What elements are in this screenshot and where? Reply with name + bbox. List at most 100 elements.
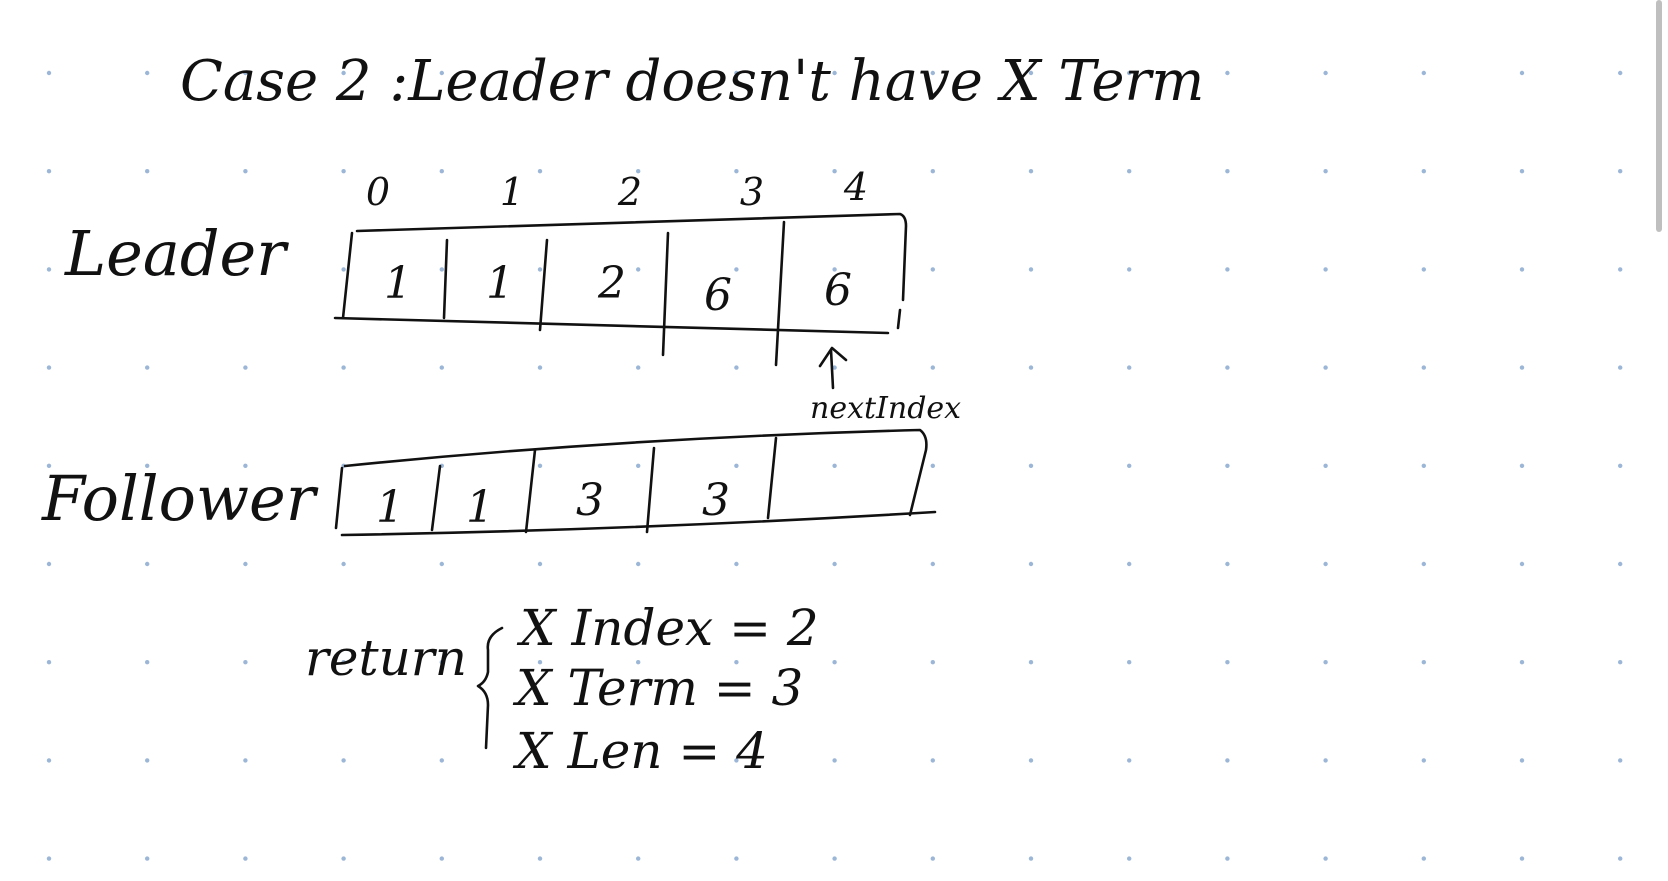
grid-dot bbox=[145, 758, 150, 763]
grid-dot bbox=[832, 660, 837, 665]
grid-dot bbox=[145, 856, 150, 861]
grid-dot bbox=[243, 758, 248, 763]
grid-dot bbox=[1323, 561, 1328, 567]
return-values: X Index = 2 X Term = 3 X Len = 4 bbox=[512, 599, 819, 780]
grid-dot bbox=[930, 856, 935, 861]
grid-dot bbox=[439, 660, 444, 665]
grid-dot bbox=[1028, 856, 1034, 861]
grid-dot bbox=[1225, 169, 1230, 174]
grid-dot bbox=[537, 758, 543, 763]
grid-dot bbox=[1028, 463, 1034, 468]
grid-dot bbox=[832, 463, 837, 468]
leader-cell-3: 6 bbox=[704, 270, 732, 321]
leader-cell-2: 2 bbox=[597, 258, 626, 309]
leader-divider-1 bbox=[442, 238, 449, 320]
follower-cell-3: 3 bbox=[702, 475, 730, 526]
grid-dot bbox=[341, 758, 346, 763]
grid-dot bbox=[734, 561, 739, 567]
grid-dot bbox=[439, 758, 444, 763]
grid-dot bbox=[930, 365, 935, 370]
grid-dot bbox=[1323, 169, 1328, 174]
leader-divider-2 bbox=[538, 238, 549, 332]
grid-dot bbox=[1127, 856, 1132, 861]
grid-dot bbox=[734, 365, 739, 370]
next-index-label: nextIndex bbox=[810, 391, 961, 426]
follower-label: Follower bbox=[41, 462, 319, 535]
leader-array: 1 1 2 6 6 bbox=[333, 212, 908, 367]
grid-dot bbox=[1225, 70, 1230, 76]
grid-dot bbox=[1127, 561, 1132, 567]
follower-array-top bbox=[343, 428, 928, 517]
leader-cell-0: 1 bbox=[384, 258, 412, 309]
grid-dot bbox=[46, 561, 52, 567]
grid-dot bbox=[439, 169, 444, 174]
grid-dot bbox=[1028, 267, 1034, 272]
grid-dot bbox=[1323, 365, 1328, 370]
leader-index-1: 1 bbox=[500, 170, 524, 214]
grid-dot bbox=[537, 267, 543, 272]
grid-dot bbox=[1421, 365, 1427, 370]
leader-array-right-tail bbox=[896, 308, 902, 330]
grid-dot bbox=[145, 365, 150, 370]
grid-dot bbox=[1127, 169, 1132, 174]
leader-cell-1: 1 bbox=[486, 258, 514, 309]
grid-dot bbox=[832, 758, 837, 763]
grid-dot bbox=[1618, 856, 1623, 861]
grid-dot bbox=[1618, 70, 1623, 76]
grid-dot bbox=[243, 169, 248, 174]
grid-dot bbox=[341, 365, 346, 370]
grid-dot bbox=[930, 758, 935, 763]
grid-dot bbox=[1127, 660, 1132, 665]
grid-dot bbox=[1421, 463, 1427, 468]
grid-dot bbox=[341, 169, 346, 174]
grid-dot bbox=[145, 267, 150, 272]
follower-array-left bbox=[334, 466, 344, 530]
grid-dot bbox=[636, 856, 641, 861]
grid-dot bbox=[1028, 758, 1034, 763]
grid-dot bbox=[930, 267, 935, 272]
grid-dot bbox=[1028, 70, 1034, 76]
grid-dot bbox=[1028, 365, 1034, 370]
grid-dot bbox=[1127, 365, 1132, 370]
grid-dot bbox=[341, 856, 346, 861]
grid-dot bbox=[930, 660, 935, 665]
grid-dot bbox=[1127, 267, 1132, 272]
grid-dot bbox=[734, 267, 739, 272]
grid-dot bbox=[1618, 463, 1623, 468]
grid-dot bbox=[734, 463, 739, 468]
grid-dot bbox=[145, 660, 150, 665]
grid-dot bbox=[341, 561, 346, 567]
grid-dot bbox=[636, 758, 641, 763]
grid-dot bbox=[1225, 267, 1230, 272]
grid-dot bbox=[1323, 758, 1328, 763]
leader-cell-4: 6 bbox=[824, 265, 852, 316]
grid-dot bbox=[1323, 267, 1328, 272]
grid-dot bbox=[636, 365, 641, 370]
follower-divider-1 bbox=[430, 464, 442, 532]
grid-dot bbox=[1618, 660, 1623, 665]
grid-dot bbox=[930, 70, 935, 76]
follower-array: 1 1 3 3 bbox=[334, 428, 937, 537]
grid-dot bbox=[832, 561, 837, 567]
grid-dot bbox=[341, 267, 346, 272]
grid-dot bbox=[46, 463, 52, 468]
grid-dot bbox=[636, 463, 641, 468]
dot-grid bbox=[46, 70, 1623, 861]
grid-dot bbox=[734, 70, 739, 76]
grid-dot bbox=[1225, 463, 1230, 468]
grid-dot bbox=[832, 856, 837, 861]
follower-divider-4 bbox=[766, 436, 778, 520]
grid-dot bbox=[243, 856, 248, 861]
leader-array-top bbox=[355, 212, 908, 302]
grid-dot bbox=[145, 169, 150, 174]
grid-dot bbox=[832, 169, 837, 174]
grid-dot bbox=[1127, 463, 1132, 468]
vertical-scrollbar[interactable] bbox=[1656, 0, 1662, 232]
grid-dot bbox=[636, 70, 641, 76]
grid-dot bbox=[1618, 169, 1623, 174]
grid-dot bbox=[1421, 70, 1427, 76]
grid-dot bbox=[930, 463, 935, 468]
grid-dot bbox=[1127, 70, 1132, 76]
grid-dot bbox=[537, 856, 543, 861]
